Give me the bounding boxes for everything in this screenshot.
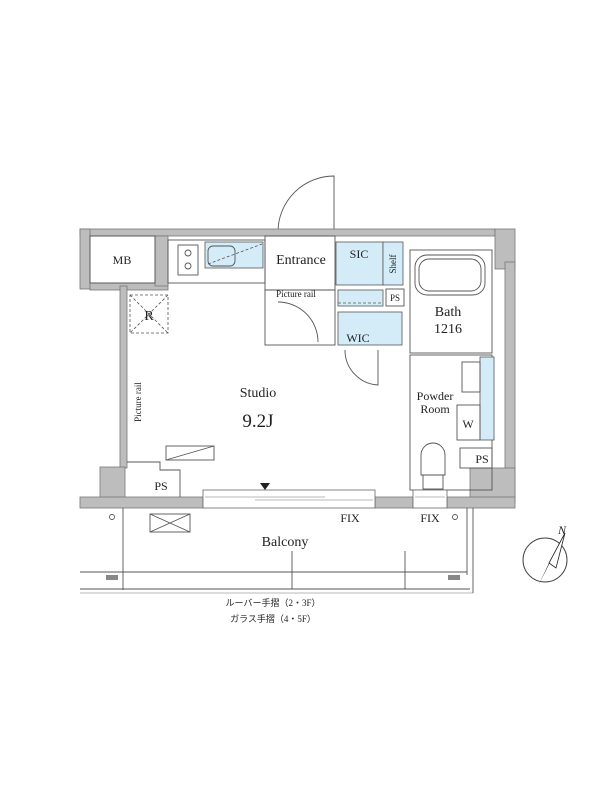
ps-top-label: PS xyxy=(390,293,400,303)
studio-label: Studio xyxy=(240,386,277,401)
balcony-label: Balcony xyxy=(262,535,309,550)
balcony-window[interactable] xyxy=(202,483,376,509)
bath-size: 1216 xyxy=(434,322,462,337)
hatch-icon xyxy=(149,513,191,533)
sic-area xyxy=(335,241,384,286)
bathtub-icon xyxy=(414,254,486,296)
toilet-icon xyxy=(420,442,446,490)
entrance-label: Entrance xyxy=(276,253,326,268)
refrigerator-space xyxy=(129,294,169,334)
fix-label-2: FIX xyxy=(420,511,440,525)
ps-left-outline xyxy=(127,461,181,497)
shelf-area xyxy=(382,241,404,286)
powder-room-label-2: Room xyxy=(420,402,450,416)
fix-label-1: FIX xyxy=(340,511,360,525)
bath-area xyxy=(409,249,493,354)
washer-box xyxy=(456,404,481,441)
ps-top-box xyxy=(385,288,405,307)
powder-storage xyxy=(479,356,495,441)
sink-icon xyxy=(207,245,236,267)
closet-area xyxy=(264,289,336,346)
entrance-door xyxy=(277,175,335,233)
studio-size: 9.2J xyxy=(242,411,273,432)
washer-label: W xyxy=(462,417,474,431)
north-label: N xyxy=(557,523,567,537)
north-arrow-icon xyxy=(522,532,568,586)
wic-area xyxy=(337,311,403,346)
mb-label: MB xyxy=(113,253,132,267)
balcony xyxy=(80,508,474,594)
stove-icon xyxy=(177,244,199,276)
sic-label: SIC xyxy=(350,247,369,261)
wic-shelf xyxy=(337,289,384,307)
studio-picture-rail-label: Picture rail xyxy=(133,382,143,422)
closet-door xyxy=(277,301,319,343)
bath-label: Bath xyxy=(435,305,461,320)
ps-right-label: PS xyxy=(475,452,488,466)
railing-note-2: ガラス手摺（4・5F） xyxy=(230,613,316,624)
powder-room-label-1: Powder xyxy=(417,389,454,403)
closet-picture-rail-label: Picture rail xyxy=(276,289,316,299)
aircon-icon xyxy=(165,445,215,461)
powder-window xyxy=(412,489,448,509)
sink-unit-icon xyxy=(461,361,481,393)
shelf-label: Shelf xyxy=(388,254,398,273)
bathtub-inner xyxy=(418,258,482,292)
mb-box xyxy=(89,235,156,284)
ps-right-box xyxy=(459,447,493,469)
refrigerator-label: R xyxy=(144,309,154,324)
wic-label: WIC xyxy=(346,331,369,345)
wic-door xyxy=(344,349,379,386)
ps-left-label: PS xyxy=(154,479,167,493)
kitchen xyxy=(167,239,266,284)
railing-note-1: ルーバー手摺（2・3F） xyxy=(226,597,321,608)
walls xyxy=(79,228,516,509)
